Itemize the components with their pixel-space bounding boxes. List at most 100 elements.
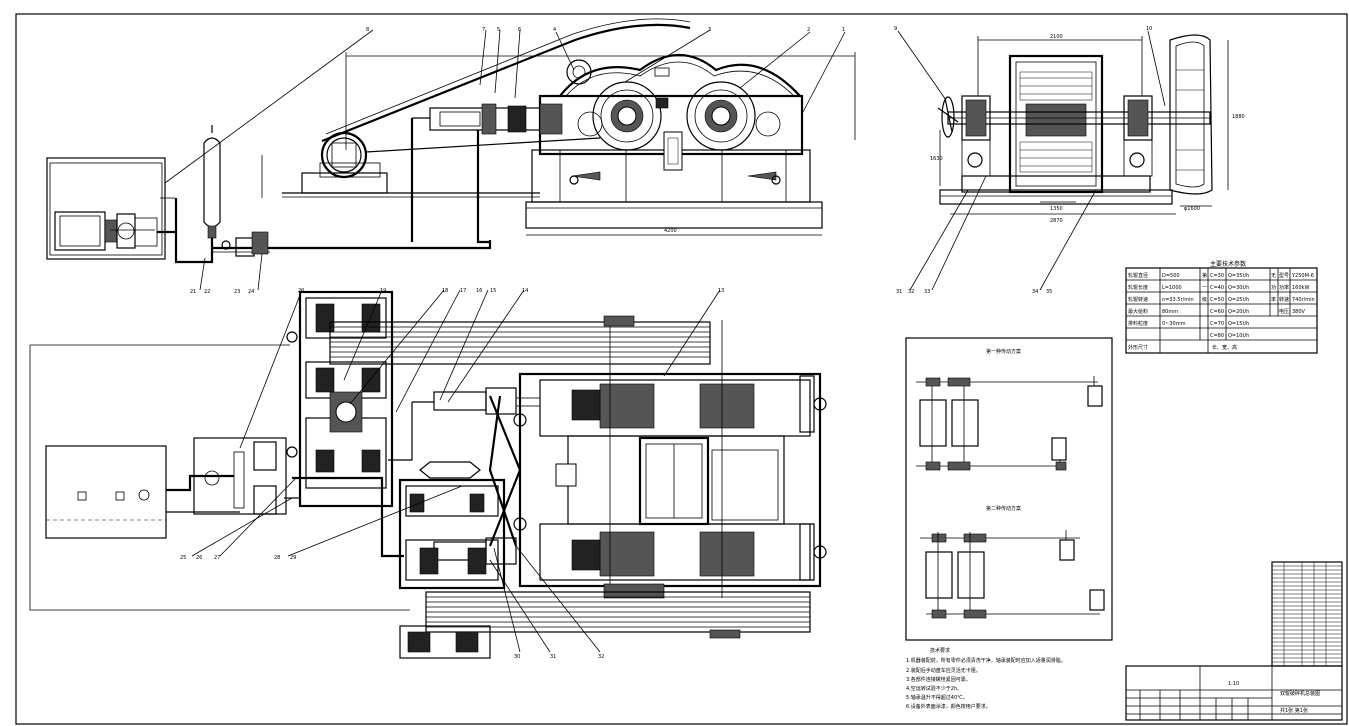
svg-text:Q=35t/h: Q=35t/h [1228,273,1249,279]
notes-title: 技术要求 [930,647,950,654]
balloon-22: 22 [204,289,210,295]
sheet-border [15,13,1348,725]
svg-text:Q=20t/h: Q=20t/h [1228,309,1249,315]
svg-text:C=70: C=70 [1210,321,1224,327]
title-drawing-name: 双辊破碎机总装图 [1280,690,1320,697]
technical-notes: 技术要求 1.机器装配前，所有零件必须清洗干净，轴承装配时应加入适量润滑脂。 2… [906,647,1066,710]
balloon-25: 25 [180,555,186,561]
balloon-13: 13 [718,288,724,294]
notes-line-6: 6.设备外表面涂漆，颜色按用户要求。 [906,703,991,710]
balloon-3: 3 [708,27,711,33]
scheme2-roll-left [925,551,953,599]
notes-line-5: 5.轴承温升不得超过40℃。 [906,694,968,701]
svg-text:最大给料: 最大给料 [1128,308,1148,315]
svg-text:C=80: C=80 [1210,333,1224,339]
scheme1-roll-left [919,399,947,447]
balloon-28: 28 [274,555,280,561]
transmission-schemes-frame: 第一种传动方案 第二种传动方案 [905,337,1113,641]
side-base [939,189,1173,205]
svg-text:C=60: C=60 [1210,309,1224,315]
balloon-16: 16 [476,288,482,294]
svg-text:型号: 型号 [1279,272,1289,279]
dim-side-left: 1630 [930,156,943,162]
svg-text:一: 一 [1202,285,1207,291]
accumulator [203,137,221,228]
balloon-17: 17 [460,288,466,294]
svg-text:Q=15t/h: Q=15t/h [1228,321,1249,327]
side-flywheel [1169,34,1213,195]
balloon-21: 21 [190,289,196,295]
dim-side-top: 2100 [1050,34,1063,40]
balloon-29: 29 [290,555,296,561]
title-block: 双辊破碎机总装图 1:10 共1张 第1张 [1125,665,1343,721]
dim-side-bottom: 2870 [1050,218,1063,224]
svg-text:C=30: C=30 [1210,273,1224,279]
scheme1-title: 第一种传动方案 [986,348,1021,355]
notes-line-4: 4.空运转试验不少于2h。 [906,685,962,692]
balloon-19: 19 [380,288,386,294]
svg-text:转速: 转速 [1279,296,1289,303]
side-elevation-view: 2100 2870 1350 1880 1630 φ1600 9 10 31 3… [894,26,1245,295]
balloon-32b: 32 [598,654,604,660]
balloon-4: 4 [553,27,556,33]
main-base-frame [525,201,823,229]
svg-text:n=33.5r/min: n=33.5r/min [1162,297,1194,303]
balloon-24: 24 [248,289,254,295]
svg-text:C=50: C=50 [1210,297,1224,303]
svg-text:L=1000: L=1000 [1162,285,1182,291]
scheme2-title: 第二种传动方案 [986,505,1021,512]
svg-text:Q=25t/h: Q=25t/h [1228,297,1249,303]
notes-line-3: 3.各部件连接螺栓紧固可靠。 [906,676,971,683]
notes-line-2: 2.装配后手动盘车应灵活无卡阻。 [906,667,981,674]
scheme2-roll-right [957,551,985,599]
balloon-27: 27 [214,555,220,561]
svg-text:轧辊长度: 轧辊长度 [1128,284,1148,291]
balloon-32: 32 [908,289,914,295]
svg-text:第: 第 [1202,272,1207,279]
plan-lower-frame [398,478,506,590]
plan-hydraulic-station [45,445,167,539]
notes-line-1: 1.机器装配前，所有零件必须清洗干净，轴承装配时应加入适量润滑脂。 [906,657,1066,664]
balloon-14: 14 [522,288,528,294]
svg-text:排料粒度: 排料粒度 [1128,320,1148,327]
dim-side-flywheel: φ1600 [1184,206,1200,212]
svg-text:D=500: D=500 [1162,273,1180,279]
balloon-6: 6 [518,27,521,33]
balloon-31b: 31 [550,654,556,660]
svg-text:轧辊转速: 轧辊转速 [1128,296,1148,303]
svg-text:C=40: C=40 [1210,285,1224,291]
svg-text:740r/min: 740r/min [1292,297,1315,303]
svg-text:率: 率 [1271,296,1276,303]
spec-footer-label: 外形尺寸 [1128,344,1148,351]
dim-side-height: 1880 [1232,114,1245,120]
scheme1-roll-right [951,399,979,447]
svg-text:轧辊直径: 轧辊直径 [1128,272,1148,279]
balloon-2: 2 [807,27,810,33]
balloon-1: 1 [842,27,845,33]
motor-pulley [320,131,368,179]
balloon-10: 10 [1146,26,1152,32]
svg-text:80mm: 80mm [1162,309,1178,315]
dim-side-mid: 1350 [1050,206,1063,212]
spec-footer-value: 长、宽、高 [1212,344,1237,351]
hydraulic-station-housing [46,157,166,260]
svg-text:电压: 电压 [1279,308,1289,315]
title-scale: 1:10 [1228,681,1239,687]
balloon-35: 35 [1046,289,1052,295]
plan-left-frame [298,290,394,508]
balloon-15: 15 [490,288,496,294]
svg-text:Q=30t/h: Q=30t/h [1228,285,1249,291]
balloon-18: 18 [442,288,448,294]
svg-text:Y250M-6: Y250M-6 [1291,273,1314,279]
balloon-8: 8 [366,27,369,33]
front-elevation-view: 8 7 5 6 4 3 2 1 21 22 23 24 4200 [46,18,856,295]
balloon-34: 34 [1032,289,1038,295]
svg-text:380V: 380V [1292,309,1306,315]
plan-view: 20 19 18 17 16 15 14 13 25 26 27 28 29 3… [29,288,827,660]
spec-table: 主要技术参数 轧辊直径 D=500 第 C=30 Q=35t/h 无 型号 Y2… [1125,260,1318,354]
balloon-31: 31 [896,289,902,295]
balloon-9: 9 [894,26,897,32]
balloon-7: 7 [482,27,485,33]
svg-text:0~30mm: 0~30mm [1162,321,1186,327]
